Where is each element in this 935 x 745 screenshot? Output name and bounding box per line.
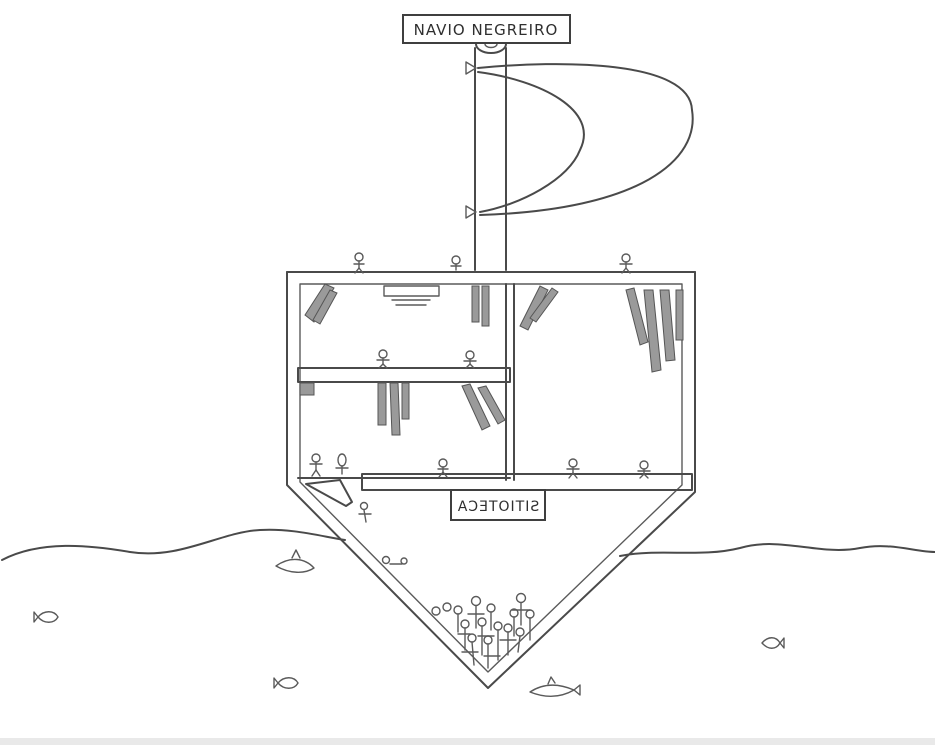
figure-top-deck-2 bbox=[450, 255, 462, 271]
sea-creatures bbox=[33, 549, 785, 697]
hanging-planks bbox=[299, 283, 684, 436]
figure-lower-deck-1 bbox=[309, 453, 323, 477]
stick-figures bbox=[309, 252, 651, 565]
figure-middle-deck-2 bbox=[463, 350, 477, 369]
storeroom-sign: SITIOTECA bbox=[450, 489, 546, 521]
fish-right-icon bbox=[761, 637, 785, 649]
crowded-hold bbox=[431, 592, 535, 669]
fish-bottom-left-icon bbox=[273, 677, 299, 689]
figure-lower-deck-5 bbox=[637, 460, 651, 479]
figure-lower-deck-4 bbox=[566, 458, 580, 479]
figure-lower-deck-3 bbox=[437, 458, 449, 478]
fish-left-icon bbox=[33, 611, 59, 623]
storeroom-sign-text: SITIOTECA bbox=[457, 499, 539, 515]
flag bbox=[465, 61, 694, 219]
shark-left-icon bbox=[275, 549, 315, 573]
ship-name-text: NAVIO NEGREIRO bbox=[414, 21, 559, 39]
paper-edge bbox=[0, 738, 935, 745]
shark-bottom-icon bbox=[529, 676, 581, 697]
figure-swimming bbox=[381, 555, 408, 565]
mast bbox=[474, 34, 507, 271]
figure-top-deck-1 bbox=[353, 252, 365, 274]
figure-falling bbox=[358, 501, 372, 523]
figure-lower-deck-2 bbox=[335, 453, 349, 475]
figure-top-deck-3 bbox=[619, 253, 633, 274]
ship-name-sign: NAVIO NEGREIRO bbox=[402, 14, 571, 44]
figure-middle-deck-1 bbox=[376, 349, 390, 369]
sea-waves bbox=[1, 528, 935, 561]
